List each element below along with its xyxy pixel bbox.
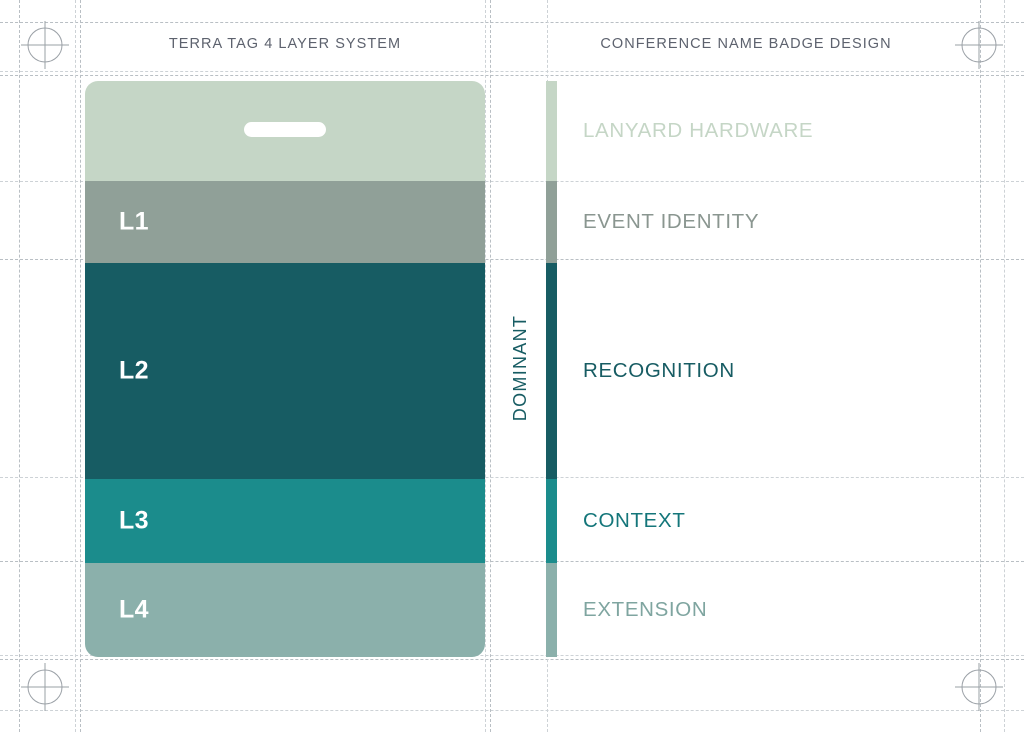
page-title-left: TERRA TAG 4 LAYER SYSTEM	[168, 36, 402, 52]
guide-line-vertical	[75, 0, 76, 732]
guide-line-vertical	[80, 0, 81, 732]
registration-mark-top-right	[952, 18, 1006, 72]
guide-line-horizontal	[0, 75, 1024, 76]
guide-line-vertical	[485, 0, 486, 732]
legend-label: CONTEXT	[583, 508, 686, 532]
page-title-right: CONFERENCE NAME BADGE DESIGN	[600, 36, 892, 52]
registration-mark-top-left	[18, 18, 72, 72]
legend-color-swatch	[546, 181, 557, 263]
legend-row[interactable]: EXTENSION	[546, 563, 1016, 657]
badge-layer-code: L2	[119, 356, 149, 385]
guide-line-vertical	[19, 0, 20, 732]
registration-mark-bottom-right	[952, 660, 1006, 714]
guide-line-horizontal	[0, 22, 1024, 23]
legend-row[interactable]: LANYARD HARDWARE	[546, 81, 1016, 181]
badge-layer-l1[interactable]: L1	[85, 181, 485, 263]
legend-label: EXTENSION	[583, 597, 708, 621]
legend-label: LANYARD HARDWARE	[583, 118, 814, 142]
legend-label: RECOGNITION	[583, 358, 735, 382]
legend-color-swatch	[546, 81, 557, 181]
registration-mark-bottom-left	[18, 660, 72, 714]
legend-column: LANYARD HARDWARE EVENT IDENTITY RECOGNITIO…	[546, 81, 1016, 657]
lanyard-slot	[244, 122, 326, 137]
guide-line-horizontal	[0, 659, 1024, 660]
badge-layer-code: L1	[119, 207, 149, 236]
badge-layer-hardware[interactable]	[85, 81, 485, 181]
legend-row[interactable]: RECOGNITION	[546, 263, 1016, 479]
guide-line-horizontal	[0, 71, 1024, 72]
dominant-label: DOMINANT	[510, 314, 530, 422]
guide-line-horizontal	[0, 710, 1024, 711]
legend-color-swatch	[546, 563, 557, 657]
legend-row[interactable]: CONTEXT	[546, 479, 1016, 563]
guide-line-vertical	[490, 0, 491, 732]
dominant-callout: DOMINANT	[505, 259, 535, 477]
badge-layer-l4[interactable]: L4	[85, 563, 485, 657]
badge-layer-l2[interactable]: L2	[85, 263, 485, 479]
legend-row[interactable]: EVENT IDENTITY	[546, 181, 1016, 263]
legend-color-swatch	[546, 263, 557, 479]
legend-label: EVENT IDENTITY	[583, 209, 760, 233]
badge-layer-l3[interactable]: L3	[85, 479, 485, 563]
badge-layer-code: L3	[119, 506, 149, 535]
legend-color-swatch	[546, 479, 557, 563]
badge-layer-code: L4	[119, 595, 149, 624]
